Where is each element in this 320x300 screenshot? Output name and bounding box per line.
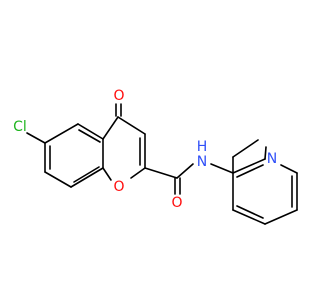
- atom-labels: Cl O O O N H N: [13, 88, 277, 211]
- bond: [130, 167, 146, 179]
- bonds: [26, 103, 298, 225]
- bond: [73, 166, 100, 183]
- bond: [144, 167, 178, 179]
- bond: [70, 167, 104, 188]
- bond: [264, 146, 267, 160]
- bond: [44, 123, 79, 144]
- bond: [232, 209, 266, 225]
- chlorine-label: Cl: [13, 119, 27, 135]
- bond: [78, 129, 101, 143]
- amide-oxygen-label: O: [171, 195, 182, 211]
- bond: [77, 123, 104, 140]
- molecule-canvas: Cl O O O N H N: [13, 88, 298, 225]
- pyridine-nitrogen-label: N: [267, 151, 277, 167]
- bond: [232, 139, 259, 158]
- bond: [102, 116, 119, 140]
- bond: [264, 209, 298, 225]
- ketone-oxygen-label: O: [113, 88, 124, 104]
- bond: [232, 158, 266, 174]
- structure-diagram: Cl O O O N H N: [13, 88, 298, 225]
- amide-nitrogen-label: N: [197, 154, 207, 170]
- bond: [26, 132, 46, 144]
- bond: [102, 167, 112, 181]
- ring-oxygen-label: O: [113, 179, 124, 195]
- bond: [236, 205, 264, 219]
- bond: [210, 163, 234, 174]
- bond: [280, 164, 298, 174]
- amide-hydrogen-label: H: [197, 139, 208, 155]
- bond: [176, 163, 194, 179]
- bond: [236, 164, 264, 178]
- bond: [44, 171, 72, 188]
- bond: [117, 116, 146, 135]
